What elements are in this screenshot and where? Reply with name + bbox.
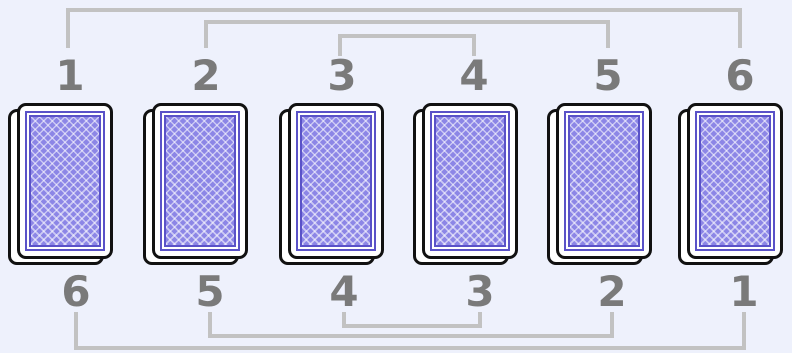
card-back-pattern (29, 115, 101, 247)
card-front (556, 103, 652, 259)
bottom-label-5: 2 (582, 270, 642, 314)
card-back-pattern (568, 115, 640, 247)
card-pile-5 (547, 103, 655, 268)
card-front (17, 103, 113, 259)
bottom-label-2: 5 (180, 270, 240, 314)
bottom-label-6: 1 (714, 270, 774, 314)
top-connector-1-6 (68, 10, 740, 48)
card-back-pattern (300, 115, 372, 247)
card-front (687, 103, 783, 259)
card-pile-6 (678, 103, 786, 268)
top-label-5: 5 (578, 54, 638, 98)
top-label-6: 6 (710, 54, 770, 98)
card-pile-4 (413, 103, 521, 268)
top-label-4: 4 (444, 54, 504, 98)
card-back-pattern (699, 115, 771, 247)
bottom-label-1: 6 (46, 270, 106, 314)
bottom-label-4: 3 (450, 270, 510, 314)
card-front (422, 103, 518, 259)
card-pile-2 (143, 103, 251, 268)
bottom-connector-4-3 (344, 312, 480, 326)
card-back-pattern (164, 115, 236, 247)
card-front (152, 103, 248, 259)
card-pile-3 (279, 103, 387, 268)
bottom-label-3: 4 (314, 270, 374, 314)
top-label-2: 2 (176, 54, 236, 98)
bottom-connector-6-1 (76, 312, 744, 348)
top-connector-3-4 (340, 36, 474, 56)
card-front (288, 103, 384, 259)
top-label-3: 3 (312, 54, 372, 98)
top-label-1: 1 (40, 54, 100, 98)
card-back-pattern (434, 115, 506, 247)
card-pile-1 (8, 103, 116, 268)
